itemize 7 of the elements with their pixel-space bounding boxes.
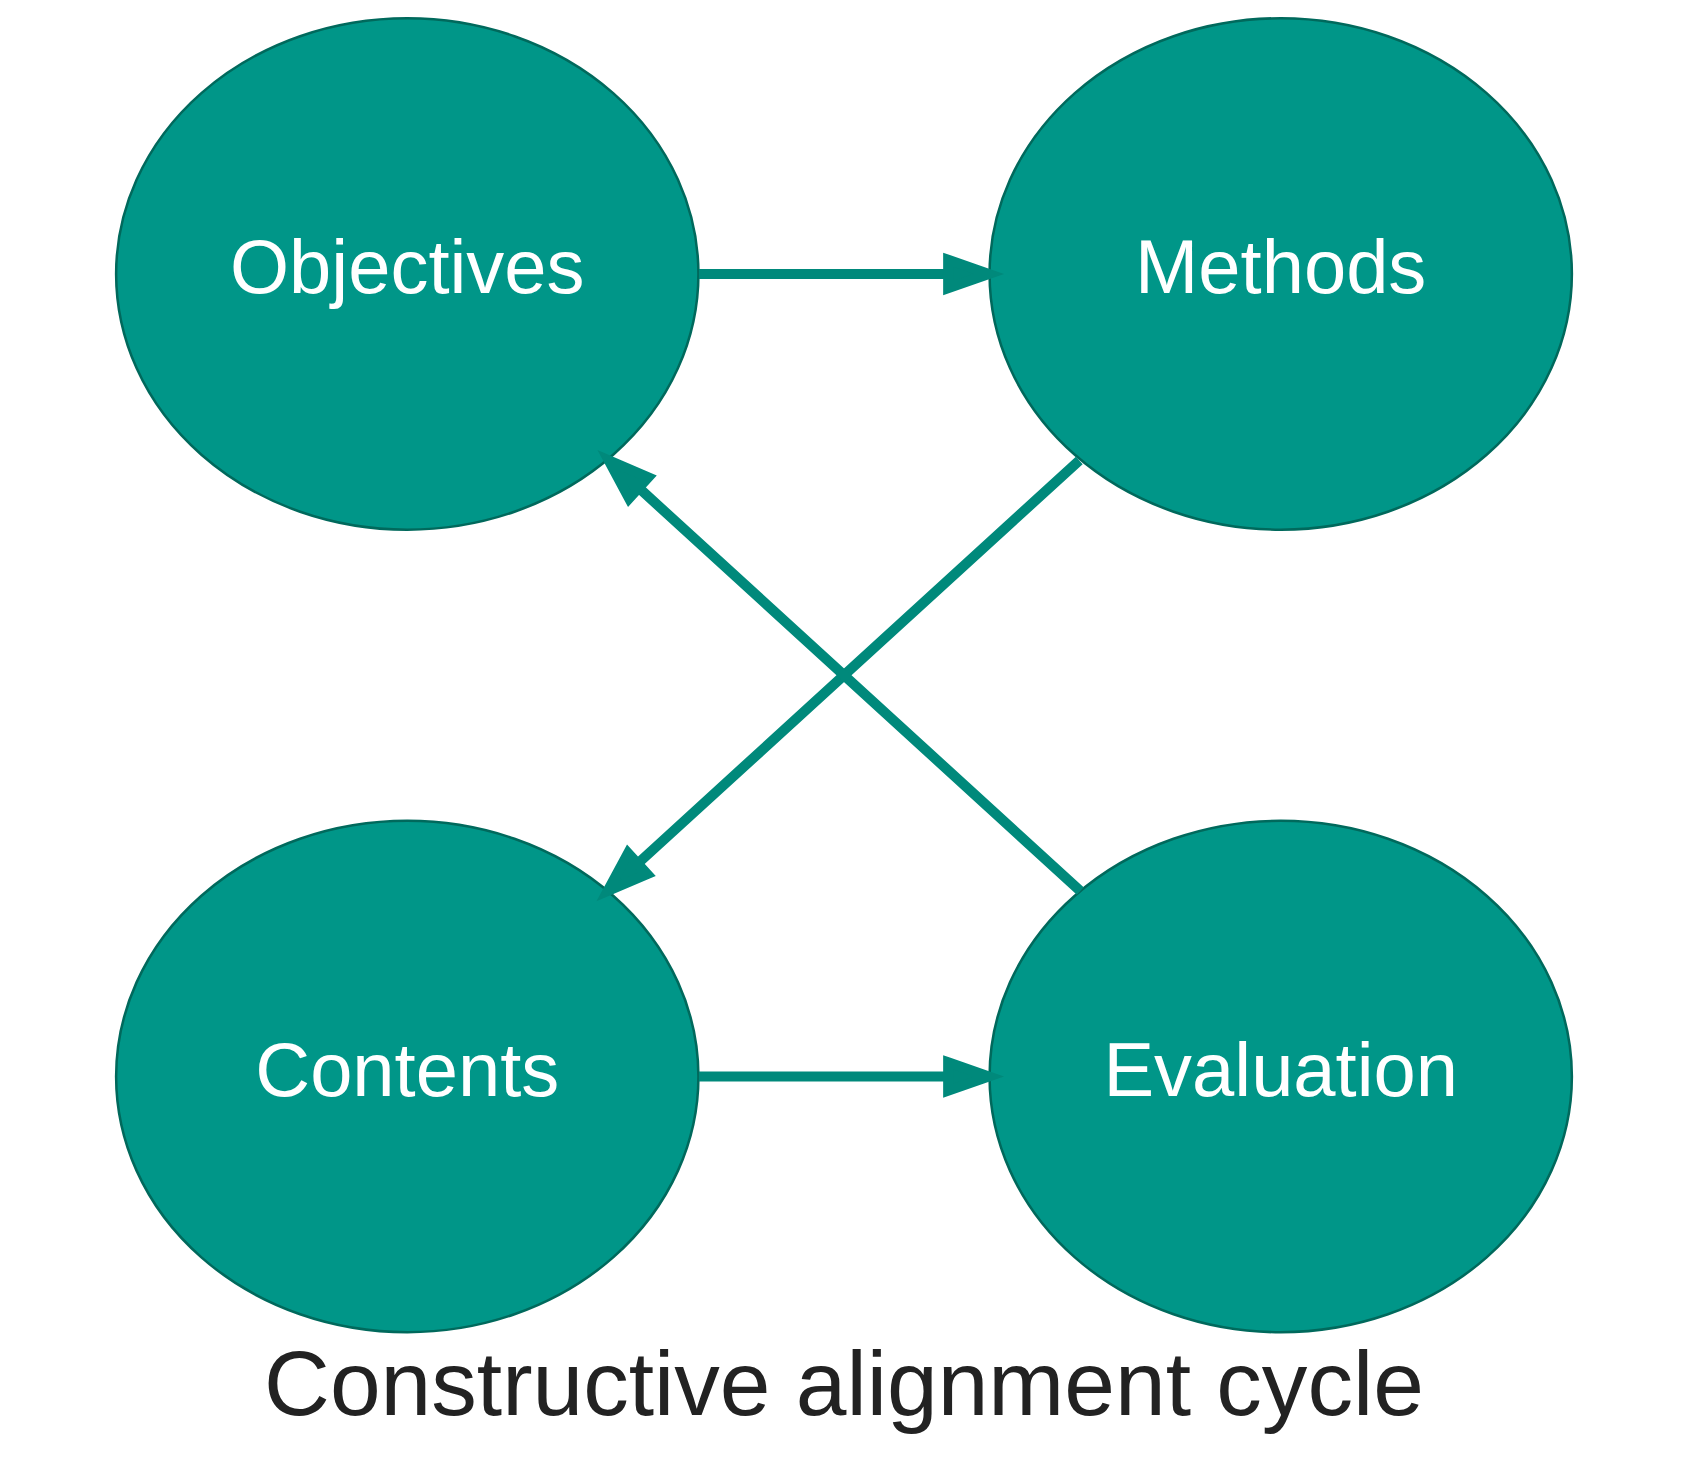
arrow [699, 252, 1005, 296]
diagram-title: Constructive alignment cycle [264, 1332, 1424, 1435]
node-ellipse: Objectives [114, 17, 700, 531]
arrow [699, 1055, 1005, 1098]
node-ellipse: Methods [988, 17, 1574, 531]
node-ellipse: Evaluation [988, 819, 1574, 1334]
node-ellipse: Contents [114, 819, 700, 1334]
